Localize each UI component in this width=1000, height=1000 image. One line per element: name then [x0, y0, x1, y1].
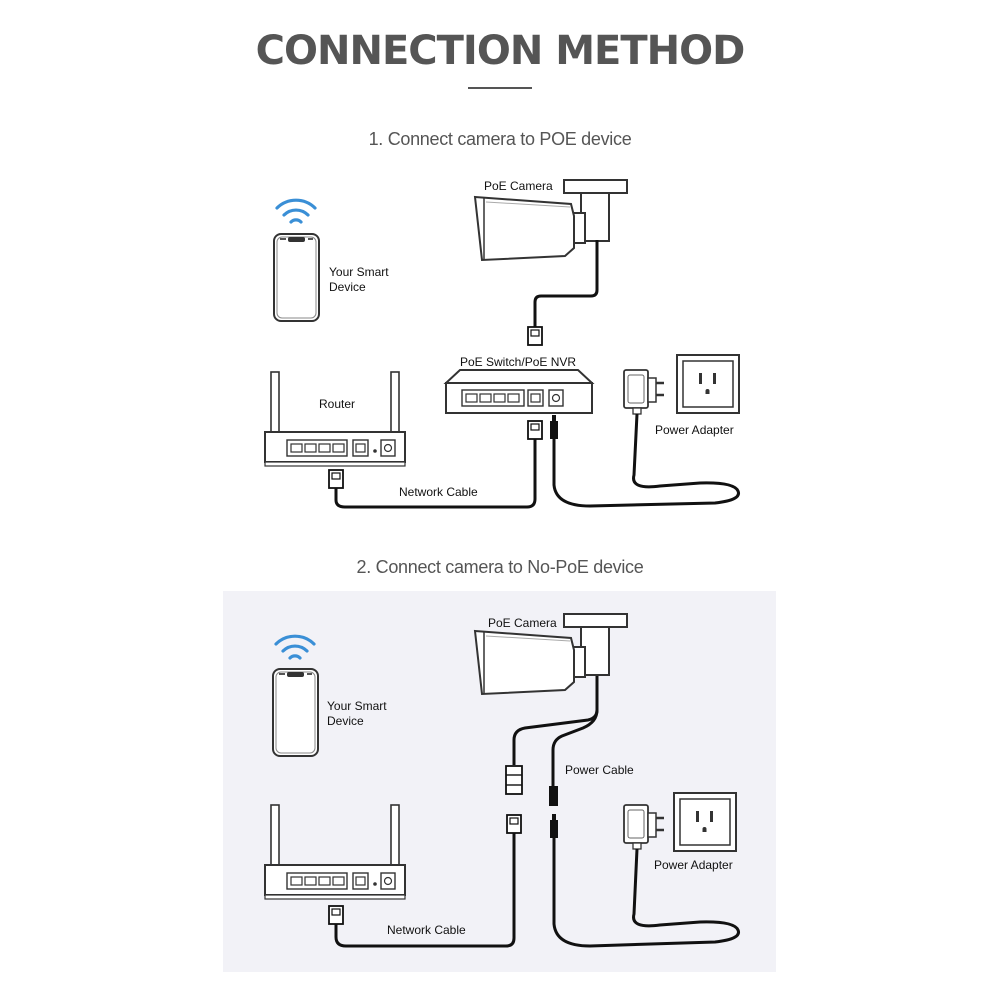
wifi-icon	[274, 634, 316, 660]
rj45-plug-icon	[527, 326, 543, 346]
wifi-icon	[275, 198, 317, 224]
page-title: CONNECTION METHOD	[255, 28, 746, 74]
s2-smart-device-label-line2: Device	[327, 714, 364, 728]
s2-power-adapter-label: Power Adapter	[654, 858, 733, 872]
power-cable	[552, 838, 740, 948]
smartphone-icon	[273, 233, 320, 322]
rj45-plug-icon	[328, 469, 344, 489]
network-cable	[334, 833, 516, 948]
router-icon	[264, 371, 406, 467]
s1-switch-label: PoE Switch/PoE NVR	[460, 355, 576, 369]
power-adapter-icon	[622, 803, 666, 851]
camera-network-cable	[533, 240, 599, 330]
section2-heading: 2. Connect camera to No-PoE device	[356, 557, 644, 577]
s1-smart-device-label-line2: Device	[329, 280, 366, 294]
network-cable	[334, 439, 537, 509]
rj45-plug-icon	[328, 905, 344, 925]
power-cable	[552, 413, 740, 508]
rj45-plug-icon	[506, 814, 522, 834]
power-outlet-icon	[673, 792, 737, 852]
s2-network-cable-label: Network Cable	[387, 923, 466, 937]
section1-heading: 1. Connect camera to POE device	[368, 129, 632, 149]
dc-jack-icon	[549, 786, 558, 806]
camera-power-pigtail	[551, 709, 599, 786]
power-adapter-icon	[622, 368, 666, 416]
power-outlet-icon	[676, 354, 740, 414]
s2-camera-label: PoE Camera	[488, 616, 557, 630]
s2-smart-device-label-line1: Your Smart	[327, 699, 387, 713]
poe-switch-icon	[443, 369, 595, 414]
s1-smart-device-label-line1: Your Smart	[329, 265, 389, 279]
s1-camera-label: PoE Camera	[484, 179, 553, 193]
s1-router-label: Router	[319, 397, 355, 411]
dc-plug-icon	[550, 415, 558, 439]
s1-network-cable-label: Network Cable	[399, 485, 478, 499]
smartphone-icon	[272, 668, 319, 757]
s1-power-adapter-label: Power Adapter	[655, 423, 734, 437]
dc-plug-icon	[550, 814, 558, 838]
rj45-coupler-icon	[505, 765, 523, 795]
rj45-plug-icon	[527, 420, 543, 440]
title-divider	[468, 87, 532, 89]
router-icon	[264, 804, 406, 900]
s2-power-cable-label: Power Cable	[565, 763, 634, 777]
